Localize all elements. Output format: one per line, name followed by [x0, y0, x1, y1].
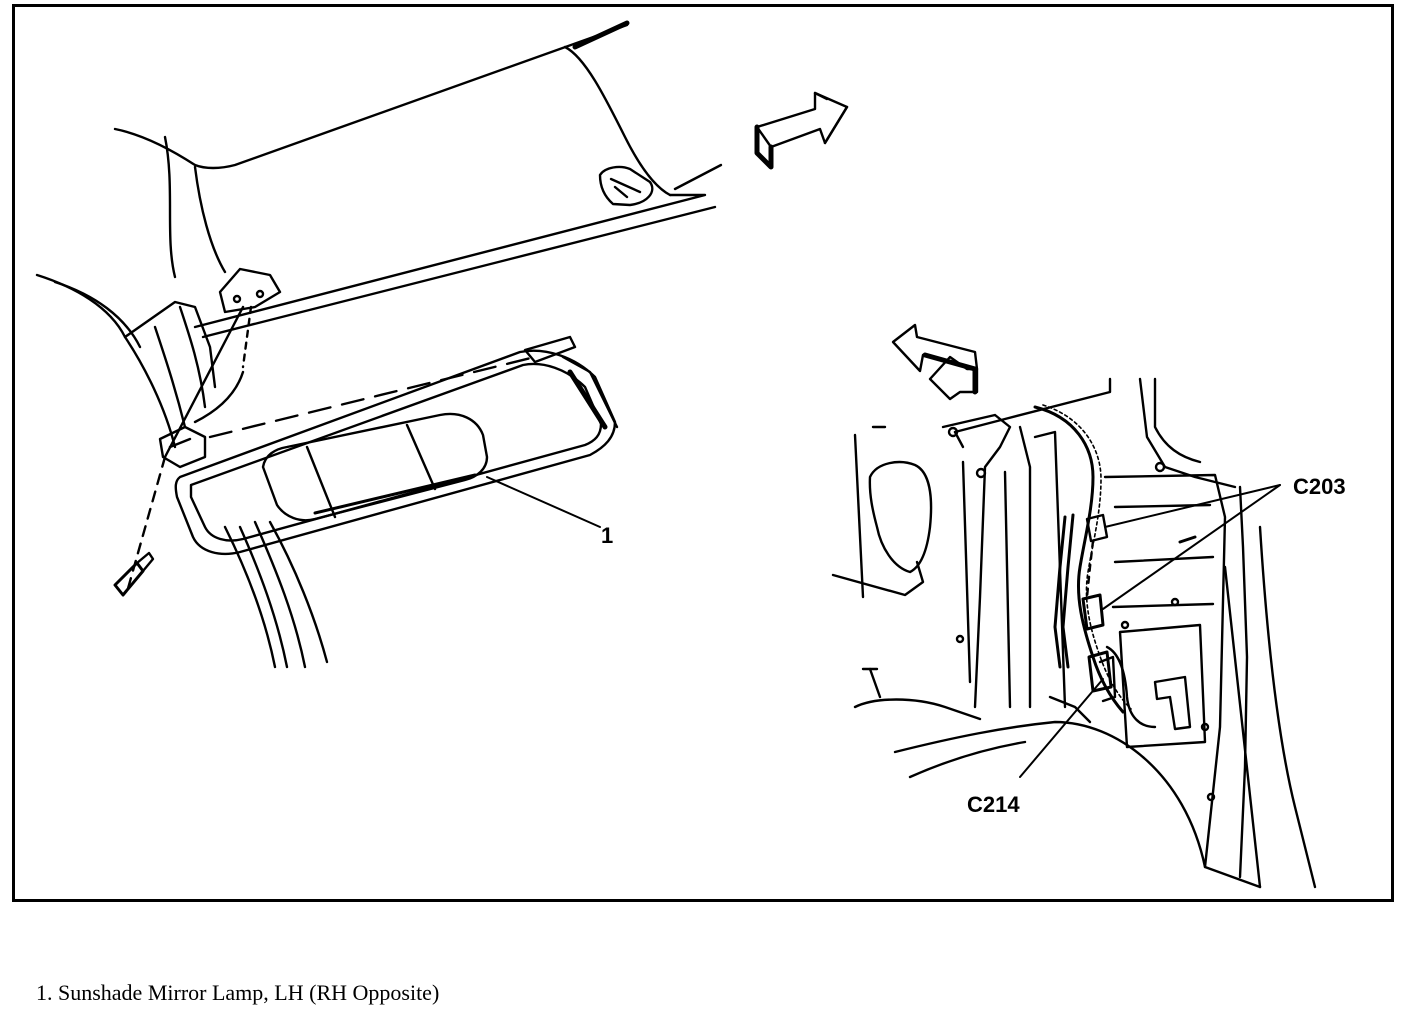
front-direction-arrow-right: [891, 323, 979, 401]
front-direction-arrow-upper: [754, 91, 849, 170]
headliner-view: [35, 20, 723, 669]
callout-c214: C214: [967, 792, 1020, 817]
figure-frame: 1 C203 C214: [12, 4, 1394, 902]
installation-diagram: 1 C203 C214: [35, 20, 1346, 889]
sunshade: [174, 335, 619, 556]
pillar-view: [831, 377, 1317, 889]
callout-1: 1: [601, 523, 613, 548]
callout-c203: C203: [1293, 474, 1346, 499]
figure-caption: 1. Sunshade Mirror Lamp, LH (RH Opposite…: [36, 980, 440, 1005]
